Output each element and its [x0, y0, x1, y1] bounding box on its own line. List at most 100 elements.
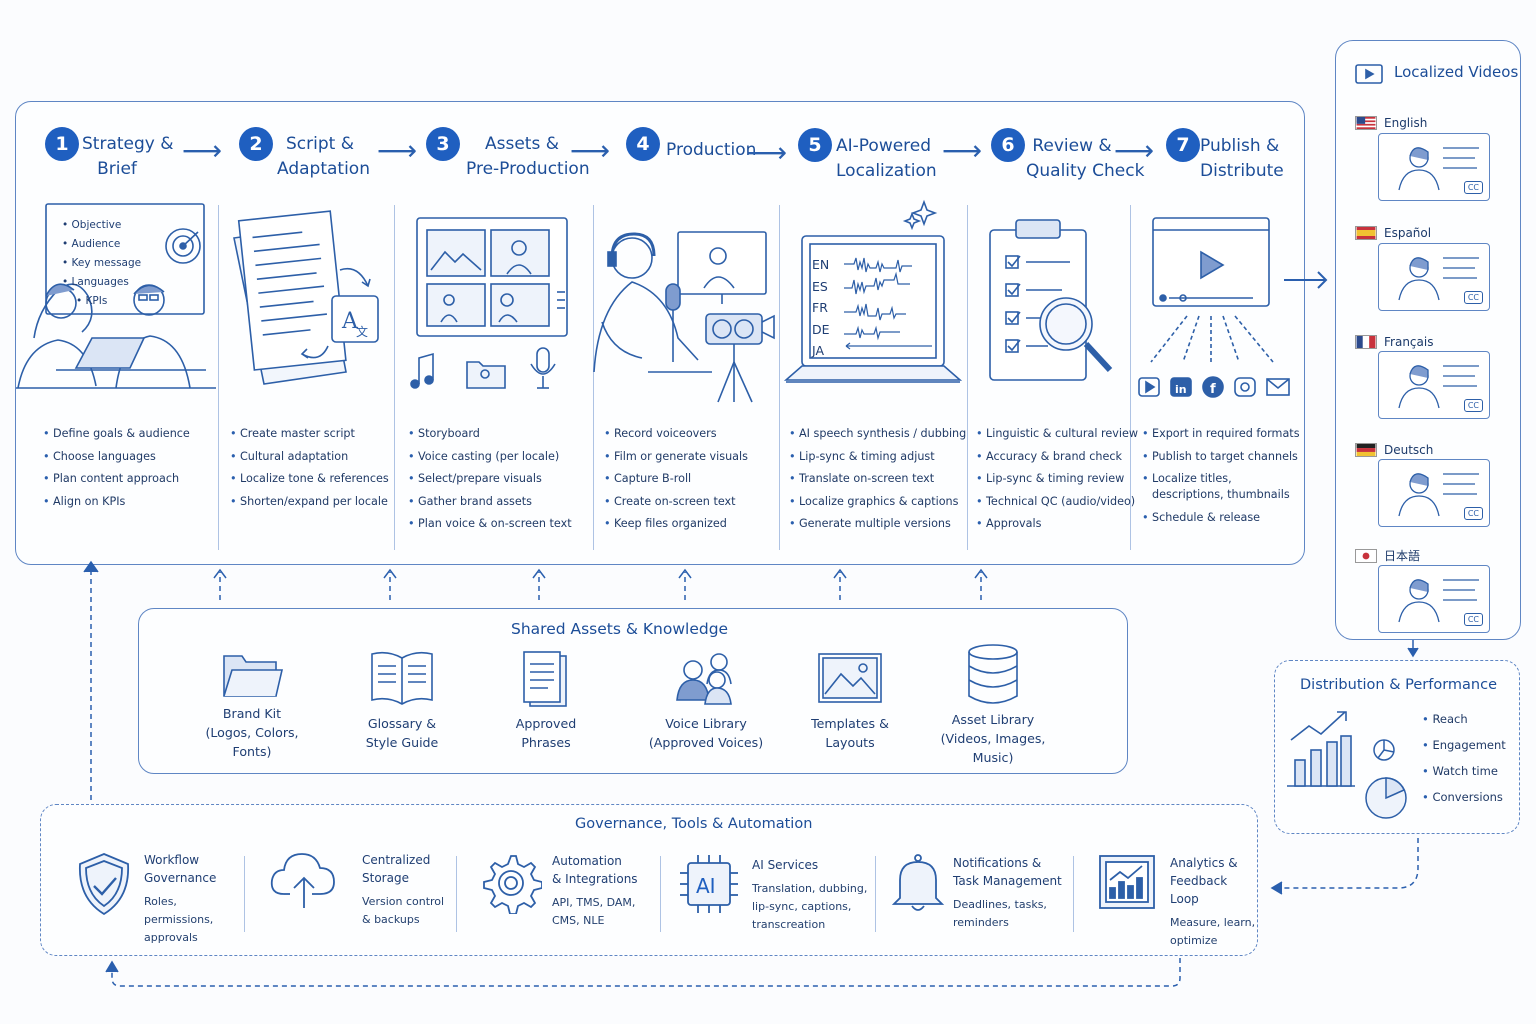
- growth-chart-icon: [1287, 711, 1355, 787]
- task-item: Create on-screen text: [604, 491, 748, 514]
- language-french[interactable]: Français: [1355, 331, 1433, 350]
- column-divider: [218, 205, 219, 550]
- task-item: Plan voice & on-screen text: [408, 513, 572, 536]
- stage-2-title: Script &Adaptation: [277, 134, 370, 179]
- metric-item: Watch time: [1422, 758, 1506, 784]
- svg-text:in: in: [1175, 383, 1187, 396]
- people-icon: [676, 653, 732, 705]
- stage-7-title: Publish &Distribute: [1200, 136, 1284, 181]
- metric-item: Reach: [1422, 706, 1506, 732]
- language-name: English: [1384, 116, 1428, 130]
- language-spanish[interactable]: Español: [1355, 222, 1431, 241]
- task-item: Define goals & audience: [43, 423, 190, 446]
- language-english[interactable]: English: [1355, 112, 1427, 131]
- task-item: Localize titles, descriptions, thumbnail…: [1142, 468, 1302, 507]
- asset-label: Voice Library(Approved Voices): [648, 716, 764, 750]
- task-item: Localize tone & references: [230, 468, 389, 491]
- stage-5-tasks: AI speech synthesis / dubbing Lip-sync &…: [789, 423, 966, 536]
- video-play-icon: [1355, 64, 1383, 84]
- task-item: Publish to target channels: [1142, 446, 1302, 469]
- asset-label: Asset Library(Videos, Images,Music): [940, 712, 1046, 765]
- brief-item: • Objective: [62, 219, 122, 231]
- governance-title: Governance, Tools & Automation: [575, 816, 813, 832]
- stage-3-title: Assets &Pre-Production: [466, 134, 590, 179]
- task-item: Lip-sync & timing adjust: [789, 446, 966, 469]
- video-thumbnail[interactable]: CC: [1378, 243, 1490, 311]
- stage-arrow: ⟶: [1114, 134, 1155, 167]
- language-name: 日本語: [1384, 549, 1421, 563]
- performance-metrics: Reach Engagement Watch time Conversions: [1422, 706, 1506, 810]
- language-name: Deutsch: [1384, 443, 1434, 457]
- database-icon: [968, 644, 1018, 704]
- stage-1-tasks: Define goals & audience Choose languages…: [43, 423, 190, 513]
- stage-3-tasks: Storyboard Voice casting (per locale) Se…: [408, 423, 572, 536]
- video-thumbnail[interactable]: CC: [1378, 459, 1490, 527]
- task-item: Align on KPIs: [43, 491, 190, 514]
- presenter-thumbnail-icon: [1398, 257, 1479, 301]
- stage-5-number: 5: [798, 128, 832, 162]
- pie-chart-icon: [1365, 739, 1407, 819]
- task-item: Export in required formats: [1142, 423, 1302, 446]
- task-item: Create master script: [230, 423, 389, 446]
- closed-captions-icon: CC: [1463, 399, 1483, 412]
- stage-1-title: Strategy &Brief: [82, 134, 174, 179]
- stage-4-number: 4: [626, 127, 660, 161]
- templates-asset[interactable]: Templates &Layouts: [800, 650, 900, 752]
- presenter-thumbnail-icon: [1398, 473, 1479, 517]
- stage-7-number: 7: [1166, 128, 1200, 162]
- quality-check-clipboard-illustration: [989, 219, 1113, 381]
- asset-label: Glossary &Style Guide: [365, 716, 439, 750]
- gov-name: AI Services: [752, 858, 819, 872]
- asset-label: Brand Kit(Logos, Colors,Fonts): [205, 706, 299, 759]
- video-thumbnail[interactable]: CC: [1378, 351, 1490, 419]
- stage-2-number: 2: [239, 127, 273, 161]
- task-item: Technical QC (audio/video): [976, 491, 1138, 514]
- video-thumbnail[interactable]: CC: [1378, 565, 1490, 633]
- language-name: Español: [1384, 226, 1432, 240]
- governance-divider: [1073, 856, 1074, 932]
- task-item: Record voiceovers: [604, 423, 748, 446]
- bell-icon: [891, 854, 945, 911]
- task-item: Film or generate visuals: [604, 446, 748, 469]
- shield-check-icon: [79, 853, 129, 916]
- strategy-meeting-illustration: [16, 203, 216, 389]
- language-japanese[interactable]: 日本語: [1355, 545, 1420, 564]
- presenter-thumbnail-icon: [1398, 579, 1479, 623]
- asset-library-asset[interactable]: Asset Library(Videos, Images,Music): [938, 642, 1048, 767]
- stage-6-number: 6: [991, 128, 1025, 162]
- svg-text:文: 文: [356, 324, 368, 339]
- brand-kit-asset[interactable]: Brand Kit(Logos, Colors,Fonts): [196, 648, 308, 761]
- glossary-asset[interactable]: Glossary &Style Guide: [350, 648, 454, 752]
- task-item: Voice casting (per locale): [408, 446, 572, 469]
- task-item: Schedule & release: [1142, 507, 1302, 530]
- task-item: Keep files organized: [604, 513, 748, 536]
- ai-localization-laptop-illustration: [783, 199, 963, 383]
- automation-integrations: Automation& Integrations API, TMS, DAM,C…: [552, 852, 656, 930]
- stage-arrow: ⟶: [942, 134, 983, 167]
- stage-4-tasks: Record voiceovers Film or generate visua…: [604, 423, 748, 536]
- presenter-thumbnail-icon: [1398, 147, 1479, 191]
- voice-library-asset[interactable]: Voice Library(Approved Voices): [645, 650, 767, 752]
- governance-divider: [660, 856, 661, 932]
- gov-desc: API, TMS, DAM,CMS, NLE: [552, 896, 636, 927]
- ai-services: AI Services Translation, dubbing,lip-syn…: [752, 856, 872, 934]
- video-thumbnail[interactable]: CC: [1378, 133, 1490, 201]
- shared-assets-panel: [138, 608, 1128, 774]
- flow-arrow-to-videos: [1284, 271, 1328, 289]
- localized-videos-title: Localized Videos: [1394, 63, 1519, 81]
- shared-assets-title: Shared Assets & Knowledge: [511, 620, 729, 638]
- gov-desc: Deadlines, tasks,reminders: [953, 898, 1047, 929]
- language-code: JA: [812, 343, 825, 358]
- task-item: Cultural adaptation: [230, 446, 389, 469]
- open-book-icon: [371, 651, 433, 705]
- column-divider: [967, 205, 968, 550]
- closed-captions-icon: CC: [1463, 507, 1483, 520]
- gov-name: Automation& Integrations: [552, 854, 638, 886]
- language-german[interactable]: Deutsch: [1355, 439, 1433, 458]
